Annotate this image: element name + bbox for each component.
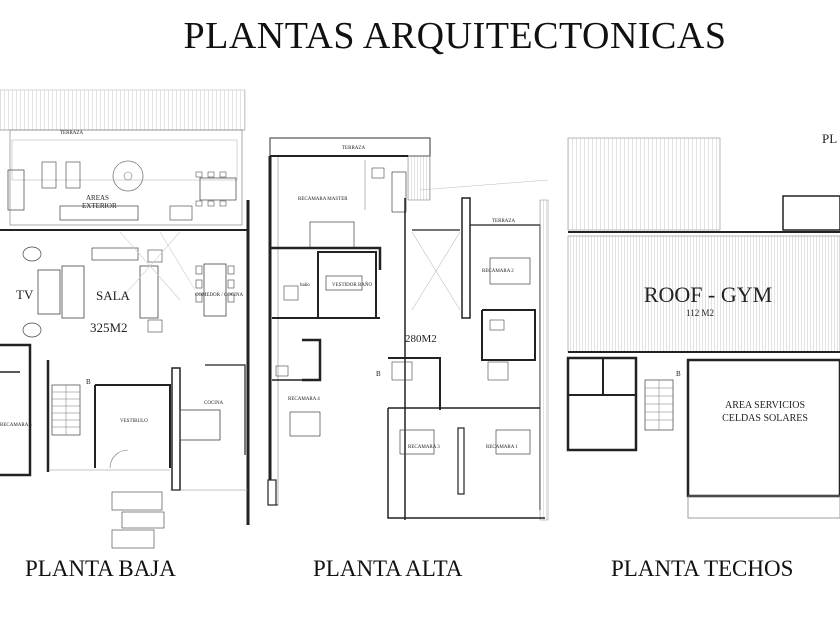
baja-vestibulo-label: VESTIBULO [120,419,148,424]
alta-bano-label: baño [300,283,310,288]
alta-recamara-3-label: RECAMARA 3 [408,445,440,450]
alta-terraza-right-label: TERRAZA [492,219,515,224]
alta-recamara-1-label: RECAMARA 1 [486,445,518,450]
caption-planta-baja: PLANTA BAJA [25,556,176,581]
alta-terraza-label: TERRAZA [342,146,365,151]
baja-tv-label: TV [16,287,34,302]
baja-terraza-label: TERRAZA [60,131,83,136]
alta-vestidor-label: VESTIDOR BAÑO [332,282,373,288]
techos-b-label: B [676,370,681,378]
techos-roof-area-label: 112 M2 [686,308,714,318]
baja-areas-label: AREAS [86,194,109,202]
baja-area-label: 325M2 [90,320,128,335]
alta-recamara-4-label: RECAMARA 4 [288,397,320,402]
alta-recamara-2-label: RECAMARA 2 [482,269,514,274]
deck-hatch [0,89,246,131]
techos-servicios-label: AREA SERVICIOS [725,400,805,411]
baja-comedor-label: COMEDOR / COCINA [195,293,243,298]
alta-b-label: B [376,370,381,378]
plan-planta-baja [0,89,250,549]
techos-pl-label: PL [822,131,837,146]
techos-roof-label: ROOF - GYM [644,282,772,307]
page-title: PLANTAS ARQUITECTONICAS [183,15,727,57]
baja-sala-label: SALA [96,288,131,303]
baja-exterior-label: EXTERIOR [82,202,117,210]
caption-planta-alta: PLANTA ALTA [313,556,463,581]
alta-recamara-master-label: RECAMARA MASTER [298,197,348,202]
baja-b-label: B [86,378,91,386]
caption-planta-techos: PLANTA TECHOS [611,556,794,581]
techos-celdas-label: CELDAS SOLARES [722,413,808,424]
alta-area-label: 280M2 [405,333,437,345]
plan-planta-techos [566,137,840,519]
baja-recamara-label: RECAMARA 5 [0,423,32,428]
plan-planta-alta [267,137,549,521]
baja-cocina-label: COCINA [204,401,224,406]
